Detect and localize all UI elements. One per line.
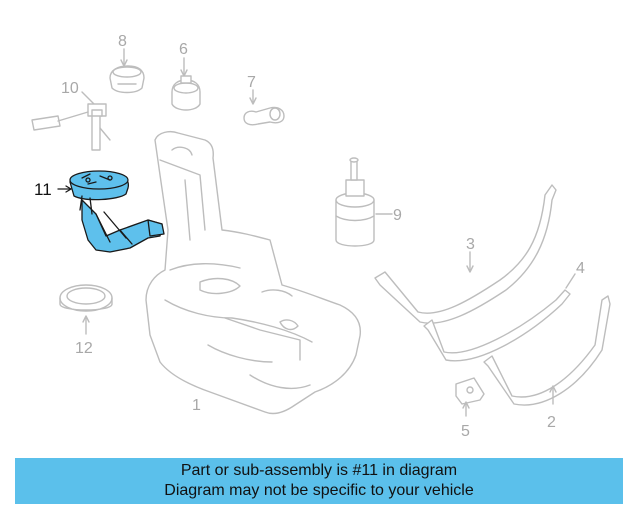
part-5-bracket [455, 377, 485, 417]
part-9-filter [335, 157, 393, 247]
part-6-sender [171, 57, 201, 111]
callout-2: 2 [547, 414, 556, 431]
part-7-valve [243, 89, 285, 126]
part-1-fuel-tank [145, 131, 362, 415]
callout-5: 5 [461, 423, 470, 440]
callout-10: 10 [61, 80, 79, 97]
part-8-cap [109, 48, 145, 94]
callout-4: 4 [576, 260, 585, 277]
banner-line-2: Diagram may not be specific to your vehi… [164, 482, 474, 499]
callout-6: 6 [179, 41, 188, 58]
callout-12: 12 [75, 340, 93, 357]
callout-8: 8 [118, 33, 127, 50]
callout-3: 3 [466, 236, 475, 253]
part-3-strap [374, 184, 557, 324]
callout-7: 7 [247, 74, 256, 91]
part-4-strap [423, 273, 576, 362]
callout-11: 11 [34, 180, 52, 199]
part-11-fuel-pump-assembly[interactable] [57, 170, 165, 253]
part-2-strap [483, 295, 611, 406]
callout-1: 1 [192, 397, 201, 414]
part-10-level-sensor [31, 91, 111, 151]
banner-line-1: Part or sub-assembly is #11 in diagram [180, 462, 458, 479]
part-12-seal-ring [59, 284, 113, 335]
callout-9: 9 [393, 207, 402, 224]
info-banner: Part or sub-assembly is #11 in diagram D… [15, 458, 623, 504]
